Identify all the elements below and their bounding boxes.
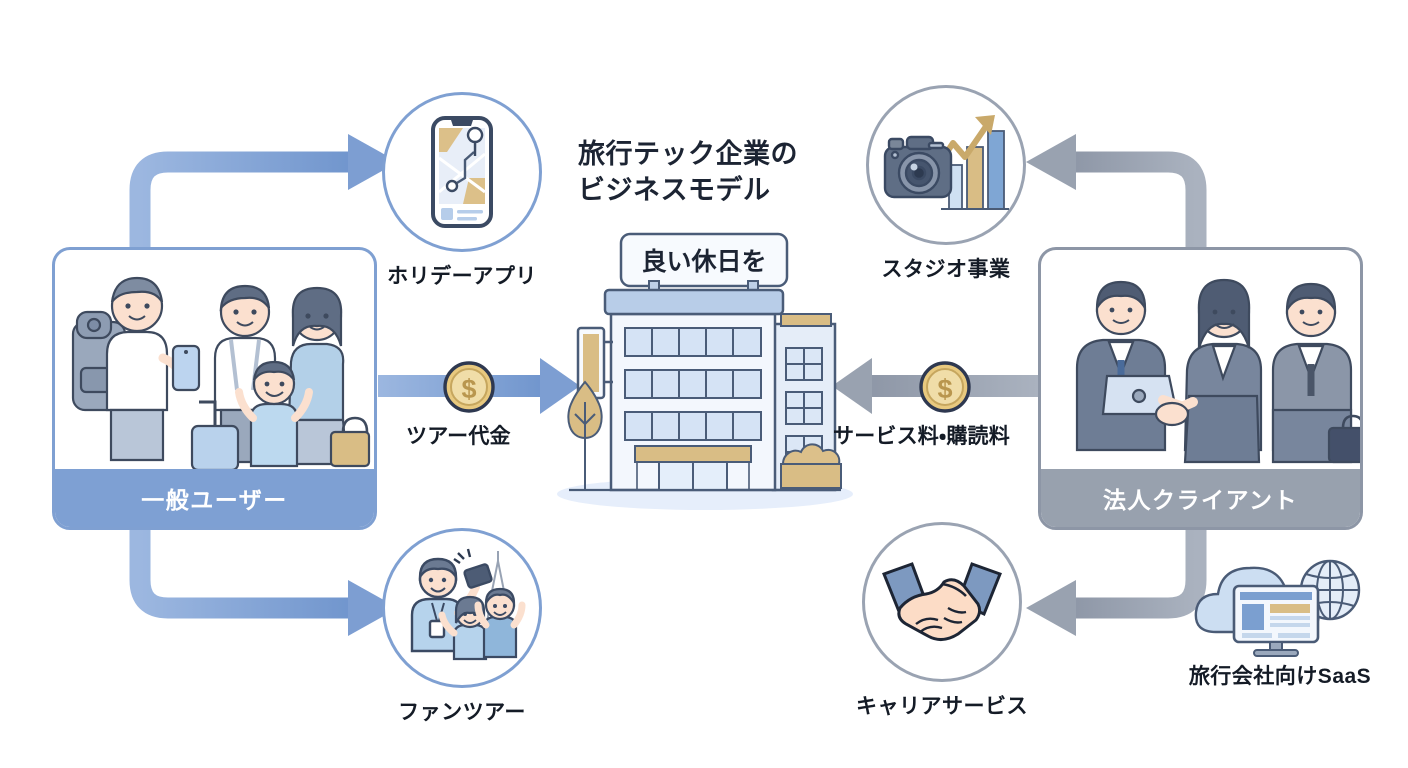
service-label-studio-business: スタジオ事業 bbox=[881, 258, 1011, 281]
dollar-coin-icon-tour-fee: $ bbox=[443, 361, 495, 413]
arrow-users-to-fan-tour bbox=[129, 500, 398, 636]
general-users-illustration bbox=[55, 250, 374, 472]
service-label-travel-agency-saas: 旅行会社向けSaaS bbox=[1188, 665, 1372, 688]
arrow-clients-to-career bbox=[1026, 500, 1207, 636]
svg-text:$: $ bbox=[937, 374, 952, 404]
page-title: 旅行テック企業の ビジネスモデル bbox=[578, 139, 798, 206]
handshake-icon bbox=[882, 562, 1002, 641]
decorative-bush bbox=[780, 443, 842, 489]
decorative-tree bbox=[567, 380, 603, 490]
actor-label-general-users: 一般ユーザー bbox=[55, 469, 374, 527]
service-label-fan-tour: ファンツアー bbox=[398, 701, 526, 724]
camera-growth-chart-icon bbox=[883, 115, 1009, 210]
flow-label-service-subscription-fee: サービス料・購読料 bbox=[833, 425, 1010, 448]
svg-text:$: $ bbox=[461, 374, 476, 404]
actor-card-general-users[interactable]: 一般ユーザー bbox=[52, 247, 377, 530]
corporate-clients-illustration bbox=[1041, 250, 1360, 472]
holiday-app-circle bbox=[382, 92, 542, 252]
smartphone-map-icon bbox=[431, 116, 493, 228]
dollar-coin-icon-service-fee: $ bbox=[919, 361, 971, 413]
arrow-users-to-holiday-app bbox=[129, 134, 398, 280]
actor-label-corporate-clients: 法人クライアント bbox=[1041, 469, 1360, 527]
flow-label-tour-fee: ツアー代金 bbox=[406, 425, 511, 448]
building-sign-text: 良い休日を bbox=[641, 248, 766, 276]
service-label-holiday-app: ホリデーアプリ bbox=[387, 265, 537, 288]
fan-tour-circle bbox=[382, 528, 542, 688]
studio-business-circle bbox=[866, 85, 1026, 245]
central-company-building: 良い休日を bbox=[557, 232, 853, 510]
service-node-travel-agency-saas[interactable]: 旅行会社向けSaaS bbox=[1189, 548, 1371, 688]
selfie-eiffel-tower-icon bbox=[410, 548, 526, 661]
cloud-monitor-globe-icon bbox=[1194, 559, 1361, 657]
actor-card-corporate-clients[interactable]: 法人クライアント bbox=[1038, 247, 1363, 530]
saas-icon-wrap bbox=[1190, 548, 1370, 658]
arrow-clients-to-studio bbox=[1026, 134, 1207, 280]
building-main bbox=[576, 288, 785, 492]
career-service-circle bbox=[862, 522, 1022, 682]
service-label-career-service: キャリアサービス bbox=[856, 695, 1028, 718]
